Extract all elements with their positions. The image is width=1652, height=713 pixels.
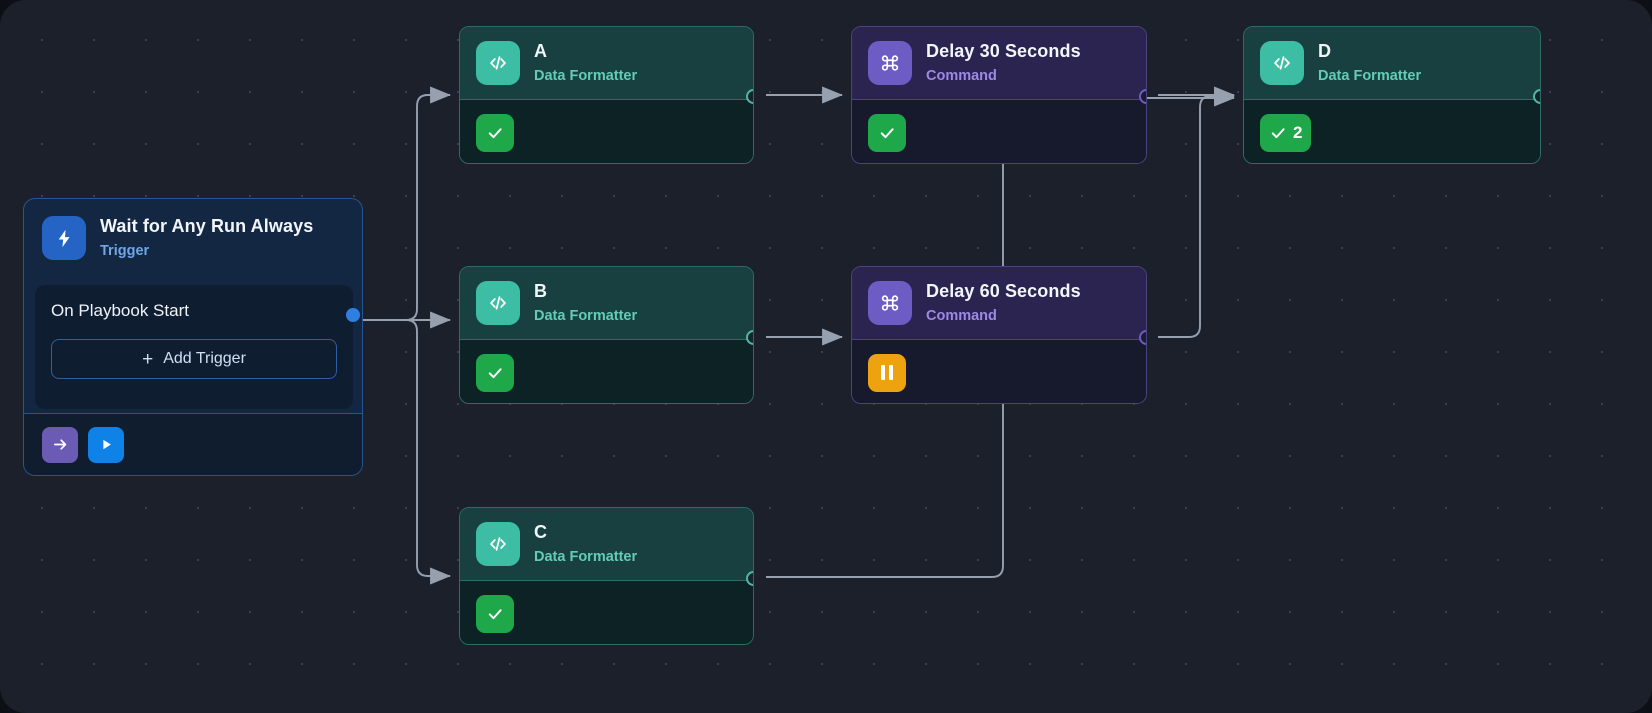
node-delay30-output-port[interactable] [1139,89,1146,104]
node-b-titles: B Data Formatter [534,280,637,326]
node-delay30-subtitle: Command [926,68,997,85]
edge-delay60-d [1158,87,1235,338]
node-c[interactable]: C Data Formatter [459,507,754,645]
node-d-titles: D Data Formatter [1318,40,1421,86]
trigger-event-label: On Playbook Start [51,301,189,320]
add-trigger-label: Add Trigger [163,350,246,367]
code-brackets-icon [476,281,520,325]
node-delay30-header: Delay 30 Seconds Command [852,27,1146,99]
status-badge [476,353,514,392]
node-c-body [460,580,753,644]
node-b-body [460,339,753,403]
node-d[interactable]: D Data Formatter 2 [1243,26,1541,164]
trigger-node[interactable]: Wait for Any Run Always Trigger On Playb… [23,198,363,476]
node-a-subtitle: Data Formatter [534,68,638,85]
node-b-header: B Data Formatter [460,267,753,339]
status-badge: 2 [1260,113,1312,152]
node-a-titles: A Data Formatter [534,40,637,86]
node-d-body: 2 [1244,99,1540,163]
trigger-header: Wait for Any Run Always Trigger [24,199,362,277]
node-c-subtitle: Data Formatter [534,549,638,566]
node-delay60-body [852,339,1146,403]
trigger-output-port[interactable] [346,308,360,322]
node-delay60-output-port[interactable] [1139,330,1146,345]
node-delay60-subtitle: Command [926,308,997,325]
node-d-subtitle: Data Formatter [1318,68,1422,85]
status-badge [476,594,514,633]
node-d-output-port[interactable] [1533,89,1540,104]
arrow-right-icon[interactable] [42,426,78,463]
node-c-titles: C Data Formatter [534,521,637,567]
code-brackets-icon [1260,41,1304,85]
trigger-footer [24,413,362,475]
node-b-title: B [534,280,548,301]
pause-icon [881,365,893,380]
code-brackets-icon [476,522,520,566]
node-c-header: C Data Formatter [460,508,753,580]
node-b-output-port[interactable] [746,330,753,345]
node-d-title: D [1318,40,1332,61]
play-icon[interactable] [88,426,124,463]
node-b[interactable]: B Data Formatter [459,266,754,404]
node-a[interactable]: A Data Formatter [459,26,754,164]
status-badge [868,113,906,152]
trigger-body: On Playbook Start + Add Trigger [35,285,360,409]
node-delay60-titles: Delay 60 Seconds Command [926,280,1081,326]
node-d-header: D Data Formatter [1244,27,1540,99]
node-delay30-title: Delay 30 Seconds [926,40,1081,61]
node-delay60[interactable]: Delay 60 Seconds Command [851,266,1147,404]
add-trigger-button[interactable]: + Add Trigger [51,339,337,379]
status-count: 2 [1293,122,1303,142]
node-c-output-port[interactable] [746,571,753,586]
code-brackets-icon [476,41,520,85]
status-badge [476,113,514,152]
lightning-bolt-icon [42,216,86,260]
trigger-subtitle: Trigger [100,243,150,260]
status-badge [868,353,906,392]
node-a-title: A [534,40,548,61]
plus-icon: + [142,348,154,370]
command-icon [868,281,912,325]
trigger-event-row[interactable]: On Playbook Start [51,285,337,337]
trigger-title: Wait for Any Run Always [100,215,314,236]
node-delay60-title: Delay 60 Seconds [926,280,1081,301]
node-a-body [460,99,753,163]
trigger-titles: Wait for Any Run Always Trigger [100,215,313,261]
node-b-subtitle: Data Formatter [534,308,638,325]
node-delay30[interactable]: Delay 30 Seconds Command [851,26,1147,164]
node-delay30-body [852,99,1146,163]
node-c-title: C [534,521,548,542]
node-a-output-port[interactable] [746,89,753,104]
node-delay30-titles: Delay 30 Seconds Command [926,40,1081,86]
command-icon [868,41,912,85]
node-delay60-header: Delay 60 Seconds Command [852,267,1146,339]
node-a-header: A Data Formatter [460,27,753,99]
